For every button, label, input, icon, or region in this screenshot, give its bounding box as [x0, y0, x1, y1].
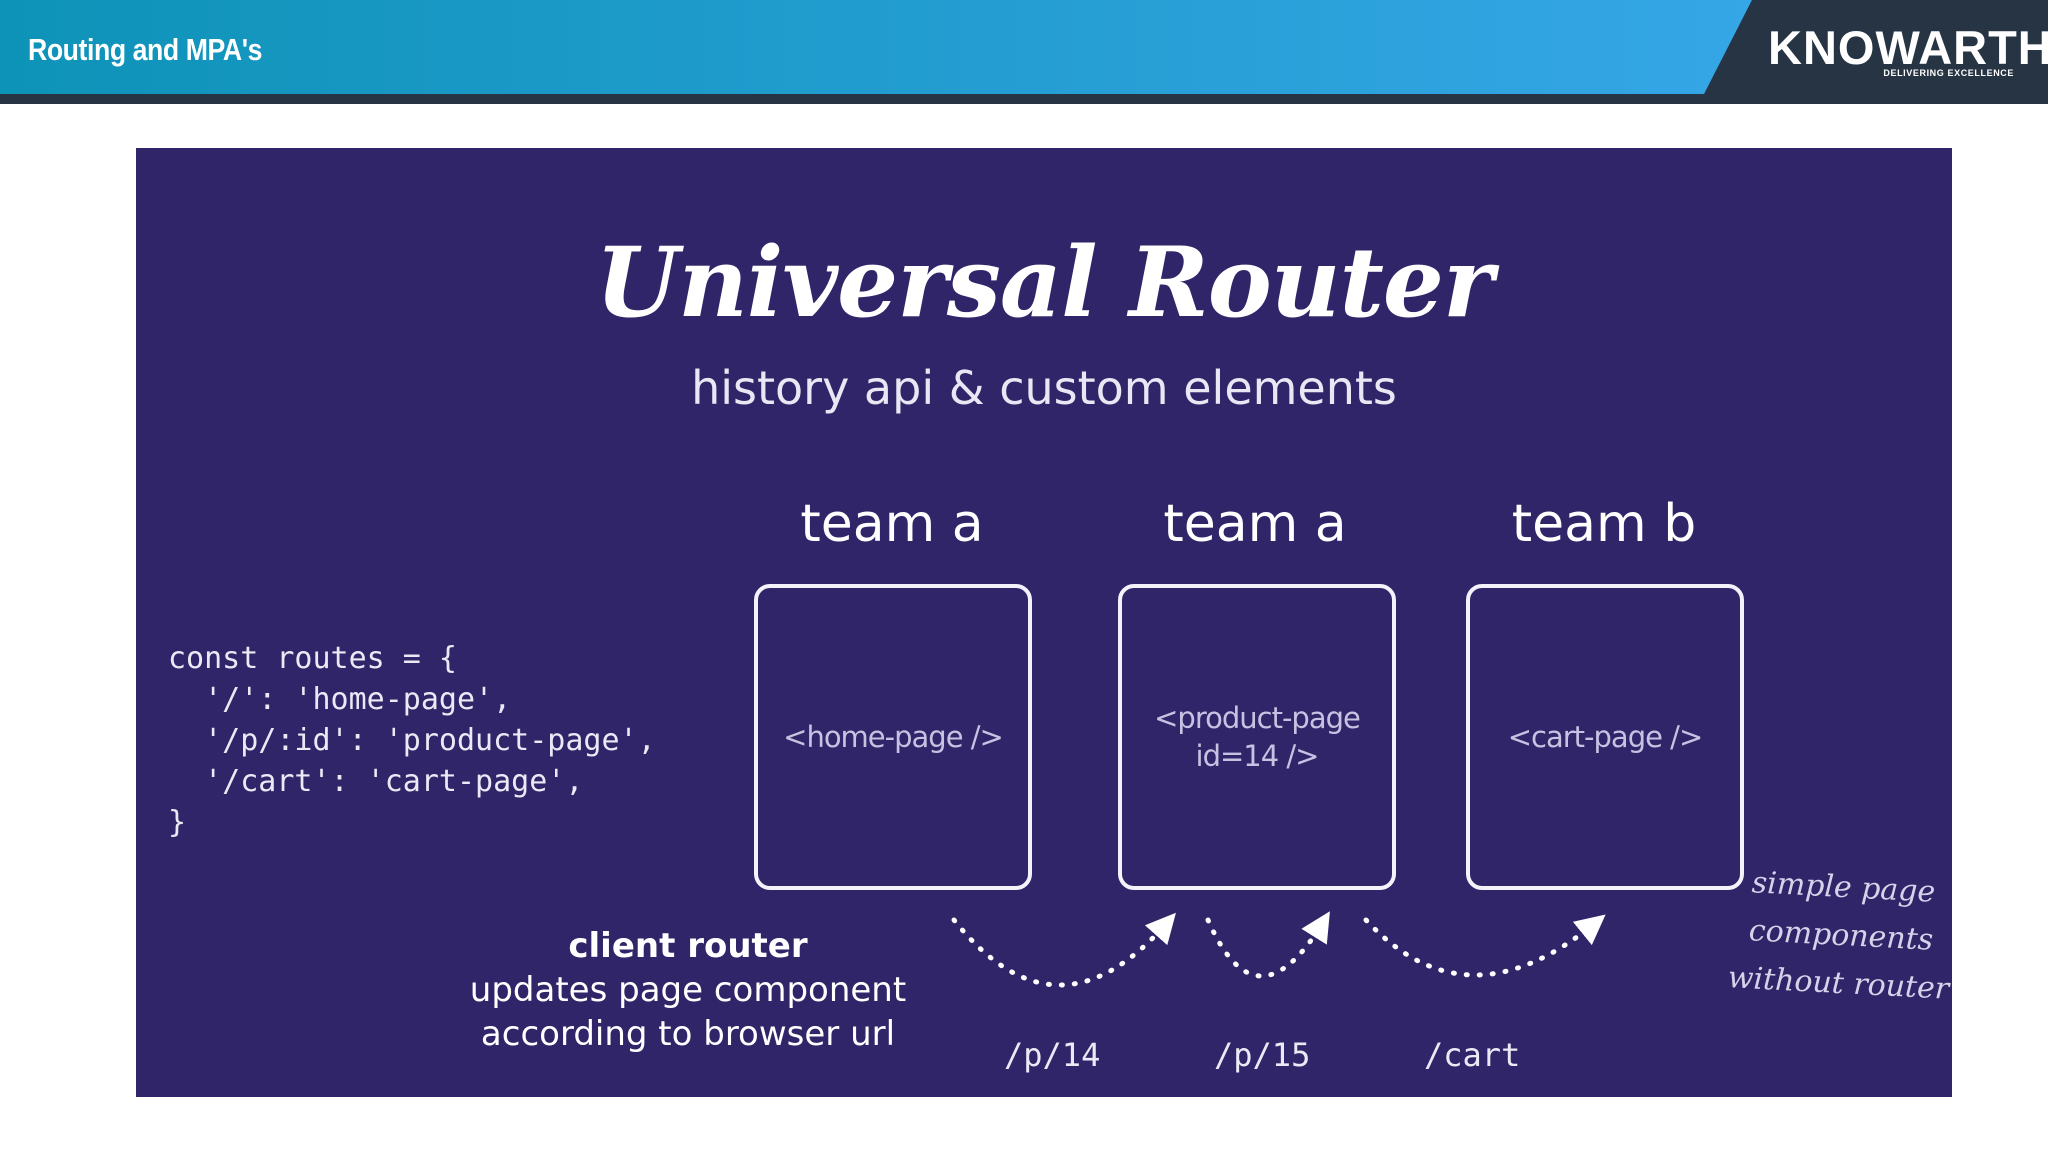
url-label-p14: /p/14	[1004, 1036, 1101, 1074]
logo-wordmark: KNOWARTH	[1768, 21, 2048, 74]
url-label-cart: /cart	[1424, 1036, 1521, 1074]
code-line: '/p/:id': 'product-page',	[168, 723, 656, 758]
client-router-title: client router	[568, 926, 808, 966]
client-router-caption: client router updates page component acc…	[438, 924, 938, 1056]
routes-code-block: const routes = { '/': 'home-page', '/p/:…	[168, 638, 656, 843]
home-page-component: <home-page />	[783, 720, 1004, 754]
code-line: '/': 'home-page',	[168, 682, 512, 717]
team-label-home: team a	[800, 494, 984, 554]
knowarth-logo: KNOWARTH DELIVERING EXCELLENCE	[1768, 20, 2048, 82]
team-label-product: team a	[1163, 494, 1347, 554]
cart-page-component: <cart-page />	[1507, 720, 1703, 754]
code-line: }	[168, 805, 187, 840]
diagram-subtitle: history api & custom elements	[691, 361, 1397, 415]
home-page-box: <home-page />	[754, 584, 1032, 890]
arrow-product-to-cart	[1363, 914, 1606, 978]
product-page-component-line: <product-page	[1154, 701, 1361, 735]
url-label-p15: /p/15	[1214, 1036, 1311, 1074]
product-page-component-line: id=14 />	[1195, 739, 1320, 773]
slide-title: Routing and MPA's	[28, 32, 263, 67]
diagram-title: Universal Router	[595, 226, 1493, 339]
code-line: const routes = {	[168, 641, 457, 676]
handwritten-note: simple page components without router	[1712, 858, 1969, 1015]
header-background	[0, 0, 2048, 104]
code-line: '/cart': 'cart-page',	[168, 764, 584, 799]
diagram-panel: Universal Router history api & custom el…	[136, 148, 1952, 1097]
arrow-product-to-product	[1205, 911, 1330, 979]
arrow-home-to-product	[951, 912, 1176, 988]
team-label-cart: team b	[1511, 494, 1697, 554]
cart-page-box: <cart-page />	[1466, 584, 1744, 890]
header-logo-background	[1708, 0, 2048, 104]
slide-header: Routing and MPA's KNOWARTH DELIVERING EX…	[0, 0, 2048, 104]
client-router-description: updates page component	[469, 970, 907, 1010]
navigation-arrows	[951, 911, 1606, 988]
client-router-description: according to browser url	[480, 1014, 896, 1054]
header-gradient-bar	[0, 0, 1752, 94]
logo-tagline: DELIVERING EXCELLENCE	[1883, 68, 2014, 78]
product-page-box: <product-page id=14 />	[1118, 584, 1396, 890]
